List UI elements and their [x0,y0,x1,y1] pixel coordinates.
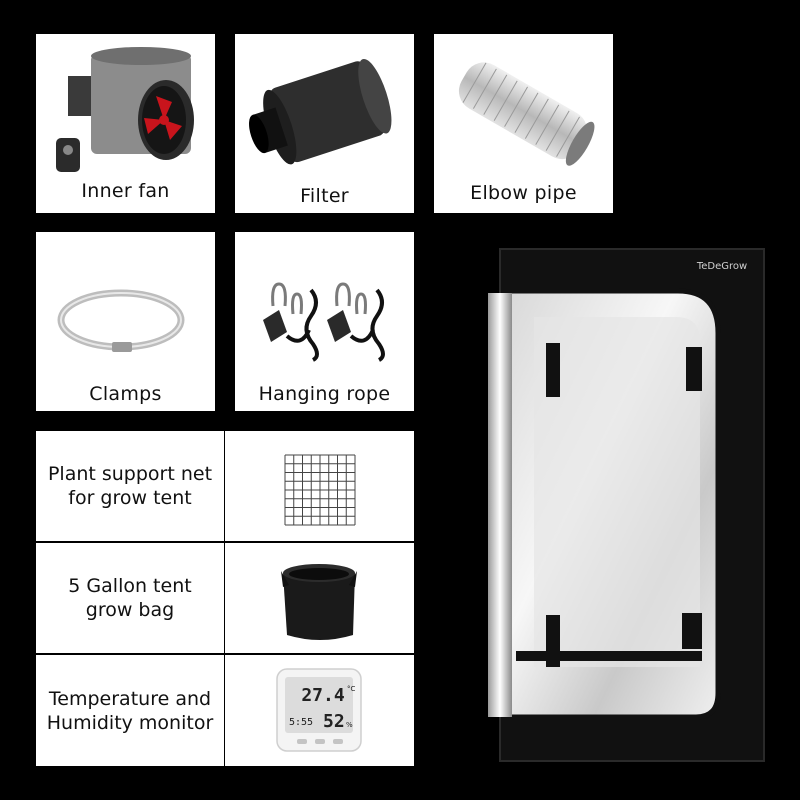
hose-clamp-image [57,289,185,352]
clamps-card: Clamps [36,232,215,411]
grow-tent-image: TeDeGrow [488,248,765,762]
hygrometer-image: 27.4 °C 5:55 52 % [276,668,362,752]
temperature-readout: 27.4 [301,685,345,706]
filter-card: Filter [235,34,414,213]
inline-fan-image [56,47,194,172]
humidity-readout: 52 [323,711,345,732]
humidity-unit: % [346,721,353,729]
grow-bag-label: 5 Gallon tent grow bag [68,575,192,621]
hanging-rope-card: Hanging rope [235,232,414,411]
filter-label: Filter [300,185,349,207]
fabric-grow-bag-image [281,564,357,640]
rope-hanger-image [263,282,385,362]
tent-brand-logo: TeDeGrow [696,261,747,272]
temperature-unit: °C [347,685,356,693]
carbon-filter-image [249,58,392,165]
monitor-label: Temperature and Humidity monitor [46,687,214,734]
grow-bag-row: 5 Gallon tent grow bag [36,543,414,653]
time-readout: 5:55 [289,717,313,728]
monitor-row: Temperature and Humidity monitor 27.4 °C… [36,655,414,766]
clamps-label: Clamps [89,383,162,405]
hanging-rope-label: Hanging rope [258,383,391,405]
inner-fan-card: Inner fan [36,34,215,213]
inner-fan-label: Inner fan [81,180,170,202]
elbow-pipe-label: Elbow pipe [470,182,577,204]
support-net-label: Plant support net for grow tent [47,463,213,509]
ducting-pipe-image [458,62,595,166]
support-net-row: Plant support net for grow tent [36,431,414,541]
trellis-net-image [284,454,356,526]
elbow-pipe-card: Elbow pipe [434,34,613,213]
